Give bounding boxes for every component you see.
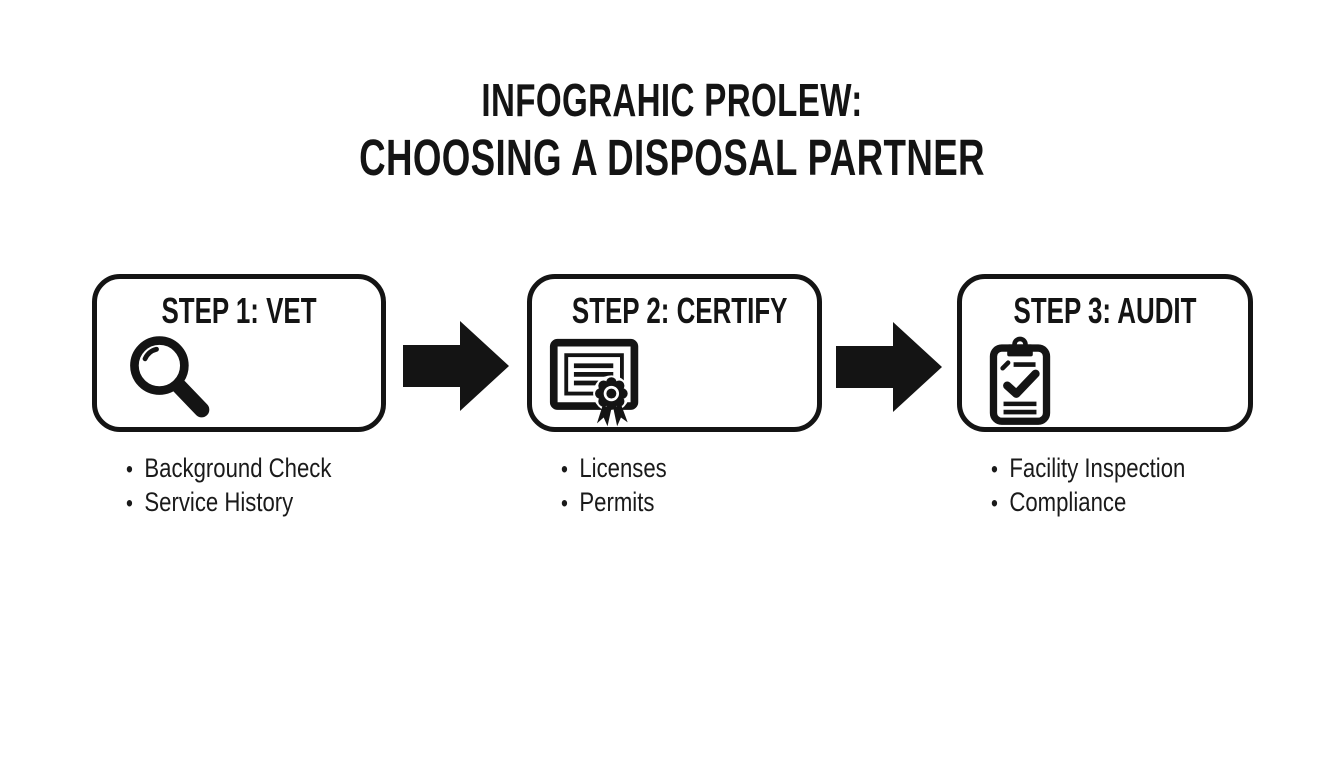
bullet-text: Compliance <box>1009 487 1127 517</box>
bullet-dot: • <box>126 456 133 483</box>
bullet-text: Permits <box>579 487 655 517</box>
step-2-heading: STEP 2: CERTIFY <box>571 290 788 331</box>
arrow-right-icon <box>403 321 509 411</box>
clipboard-check-icon <box>989 336 1051 425</box>
bullet-dot: • <box>991 490 998 517</box>
step-1-heading: STEP 1: VET <box>161 290 317 331</box>
bullet-text: Background Check <box>144 453 332 483</box>
step-1-bullets: • Background Check • Service History <box>92 452 386 520</box>
bullet-text: Facility Inspection <box>1009 453 1186 483</box>
bullet-dot: • <box>561 490 568 517</box>
step-3-box: STEP 3: AUDIT <box>957 274 1253 432</box>
step-3-heading: STEP 3: AUDIT <box>1013 290 1197 331</box>
list-item: • Facility Inspection <box>991 452 1206 486</box>
page-title: INFOGRAHIC PROLEW: CHOOSING A DISPOSAL P… <box>0 72 1344 188</box>
title-line-1: INFOGRAHIC PROLEW: <box>481 74 863 126</box>
bullet-dot: • <box>561 456 568 483</box>
arrow-right-icon <box>836 322 942 412</box>
step-2-box: STEP 2: CERTIFY <box>527 274 822 432</box>
step-3-bullets: • Facility Inspection • Compliance <box>957 452 1253 520</box>
step-2-section: STEP 2: CERTIFY <box>527 274 822 520</box>
bullet-text: Service History <box>144 487 294 517</box>
step-3-section: STEP 3: AUDIT • Facility Inspection • Co… <box>957 274 1253 520</box>
list-item: • Background Check <box>126 452 339 486</box>
step-1-box: STEP 1: VET <box>92 274 386 432</box>
list-item: • Service History <box>126 486 339 520</box>
title-line-2: CHOOSING A DISPOSAL PARTNER <box>359 129 985 186</box>
bullet-text: Licenses <box>579 453 667 483</box>
list-item: • Licenses <box>561 452 775 486</box>
step-2-bullets: • Licenses • Permits <box>527 452 822 520</box>
bullet-dot: • <box>991 456 998 483</box>
step-1-section: STEP 1: VET • Background Check • Service… <box>92 274 386 520</box>
magnifier-icon <box>130 336 210 418</box>
bullet-dot: • <box>126 490 133 517</box>
list-item: • Compliance <box>991 486 1206 520</box>
list-item: • Permits <box>561 486 775 520</box>
certificate-icon <box>549 338 639 427</box>
